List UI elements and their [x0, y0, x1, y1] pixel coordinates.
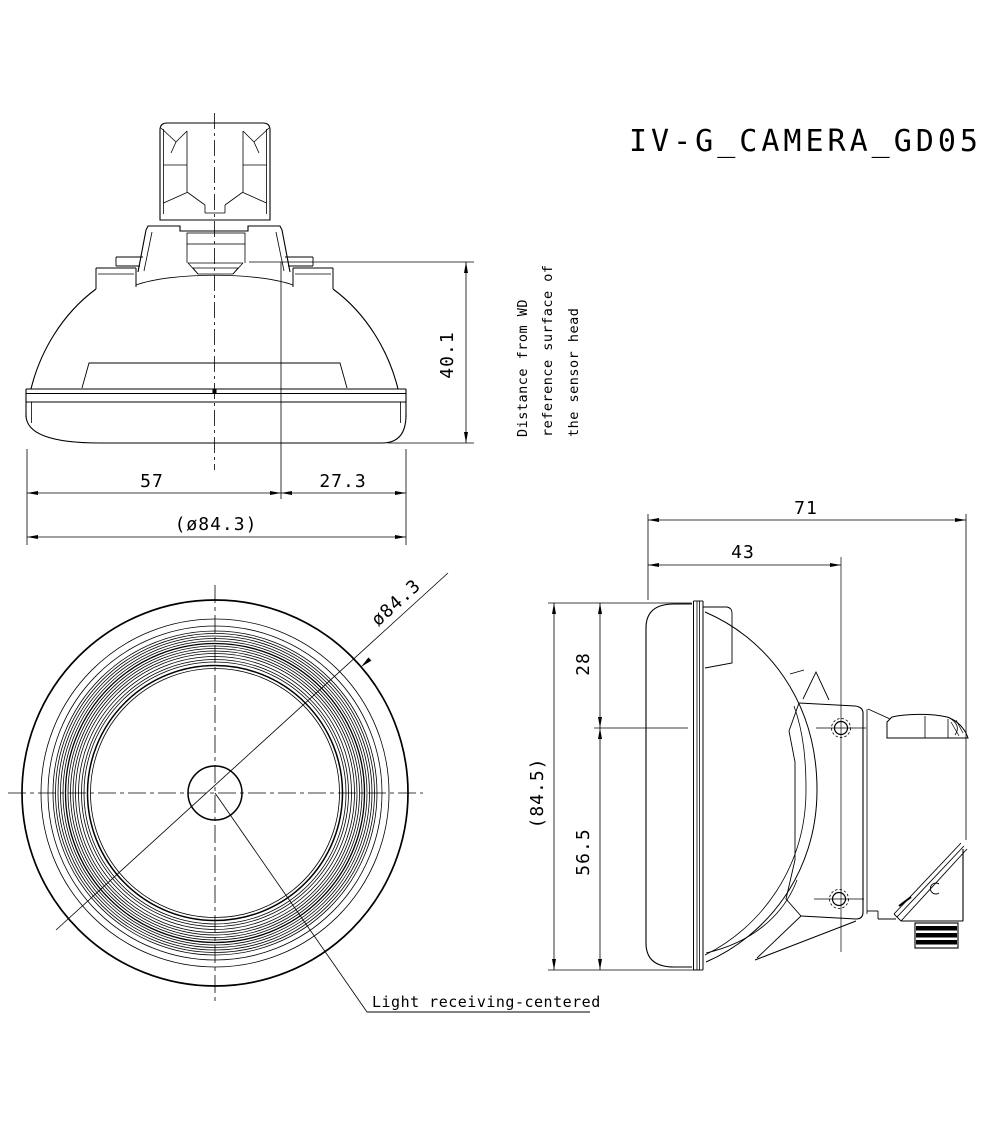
connector-cap	[159, 122, 271, 221]
note-line-1: Distance from WD	[515, 299, 531, 437]
dim-text-27-3: 27.3	[319, 471, 366, 492]
lens-front-view: ø84.3 Light receiving-centered	[8, 572, 601, 1013]
dim-71: 71	[647, 498, 967, 840]
dim-56-5: 56.5	[573, 728, 602, 970]
dim-text-71: 71	[794, 498, 818, 519]
light-receiving-label: Light receiving-centered	[214, 792, 601, 1013]
dim-28: 28	[573, 603, 688, 729]
light-receiving-text: Light receiving-centered	[372, 993, 601, 1011]
screw-boss-bottom	[814, 889, 864, 909]
dim-43: 43	[648, 542, 842, 952]
dim-84-3-overall: (ø84.3)	[27, 514, 406, 539]
dim-text-28: 28	[573, 652, 594, 676]
side-view: 71 43 (84.5) 28	[527, 498, 969, 971]
dim-57-and-27-3: 57 27.3	[26, 262, 407, 545]
dim-text-84-5: (84.5)	[527, 757, 548, 828]
side-top-tab	[703, 606, 733, 669]
cable-connector	[893, 842, 968, 949]
side-bracket	[754, 670, 896, 961]
dome-body	[30, 267, 399, 390]
front-elevation-view: 40.1 Distance from WD reference surface …	[25, 113, 582, 545]
side-dome	[704, 611, 818, 963]
dim-text-84-3-diameter: ø84.3	[367, 575, 425, 630]
dim-84-5: (84.5)	[527, 602, 698, 971]
note-line-3: the sensor head	[566, 308, 582, 437]
rim-center-tick	[212, 389, 217, 394]
rim-and-dish	[25, 388, 407, 444]
dim-40-1: 40.1	[249, 261, 474, 444]
mount-bracket	[115, 225, 314, 275]
dim-text-40-1: 40.1	[437, 331, 458, 378]
side-lens-housing	[645, 600, 704, 971]
note-line-2: reference surface of	[540, 264, 556, 437]
dim-text-43: 43	[731, 542, 755, 563]
dim-text-56-5: 56.5	[573, 828, 594, 875]
dim-text-84-3-overall: (ø84.3)	[175, 514, 258, 535]
rear-cap	[867, 708, 969, 739]
drawing-title: IV-G_CAMERA_GD05	[629, 124, 982, 159]
dim-text-57: 57	[140, 471, 164, 492]
wd-reference-note: Distance from WD reference surface of th…	[515, 264, 582, 437]
thread-section	[914, 922, 959, 949]
